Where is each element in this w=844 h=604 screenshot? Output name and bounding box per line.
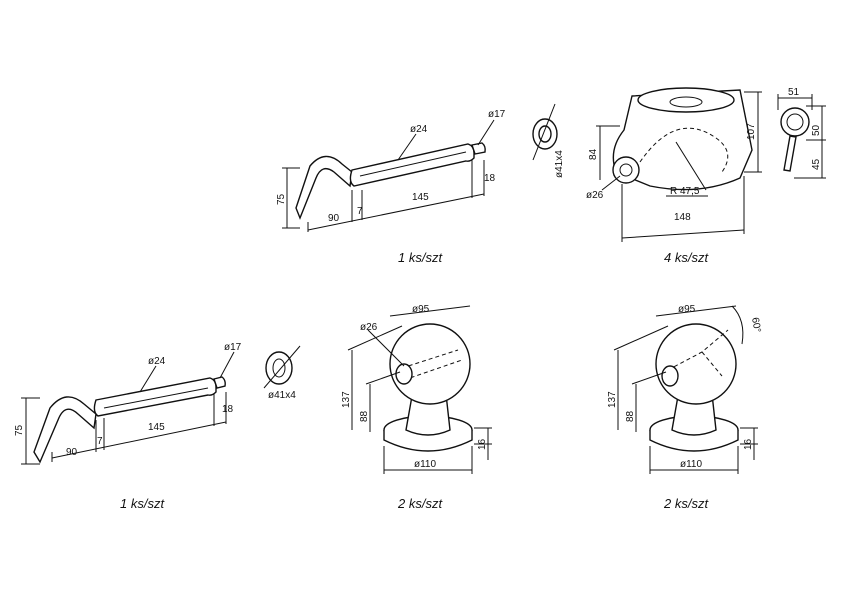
ball-a-base-t: 16 (477, 438, 488, 450)
ring-pin-pin: 45 (811, 158, 822, 170)
bottom-shaft-len-end: 18 (222, 404, 234, 415)
ball-a-h-total: 137 (341, 391, 352, 408)
mount-radius: R 47,5 (670, 186, 700, 197)
top-shaft-h: 75 (276, 193, 287, 205)
top-washer (532, 103, 558, 161)
ball-a-d-ball: ø95 (412, 304, 430, 315)
ball-b-h-total: 137 (607, 391, 618, 408)
mount-block (596, 87, 762, 242)
top-shaft-assembly (282, 119, 495, 232)
ball-b-base-t: 16 (743, 438, 754, 450)
top-shaft-handle (295, 155, 353, 220)
top-shaft-end (471, 142, 486, 155)
ring-pin (777, 94, 826, 179)
ball-b-d-ball: ø95 (678, 304, 696, 315)
ball-a-d-hole: ø26 (360, 322, 378, 333)
bottom-shaft-len-shaft: 145 (148, 422, 165, 433)
caption-bottom-shaft: 1 ks/szt (120, 496, 165, 511)
mount-h-total: 107 (746, 123, 757, 140)
caption-bottom-ball-a: 2 ks/szt (397, 496, 443, 511)
bottom-washer (263, 345, 301, 389)
bottom-shaft-body (93, 377, 217, 417)
top-shaft-body (349, 143, 475, 187)
bottom-shaft-len-handle: 90 (66, 447, 78, 458)
caption-top-shaft: 1 ks/szt (398, 250, 443, 265)
bottom-shaft-handle (33, 396, 97, 464)
top-shaft-len-handle: 90 (328, 213, 340, 224)
top-shaft-len-end: 18 (484, 173, 496, 184)
ring-pin-w: 51 (788, 87, 800, 98)
top-shaft-d-shaft: ø24 (410, 124, 428, 135)
mount-width: 148 (674, 212, 691, 223)
ball-a-d-base: ø110 (414, 459, 436, 470)
bottom-shaft-end (213, 376, 226, 389)
caption-bottom-ball-b: 2 ks/szt (663, 496, 709, 511)
mount-h-side: 84 (588, 148, 599, 160)
mount-d-hole: ø26 (586, 190, 604, 201)
bottom-shaft-gap: 7 (97, 436, 103, 447)
ball-b-h-center: 88 (625, 410, 636, 422)
ball-a-h-center: 88 (359, 410, 370, 422)
bottom-shaft-d-end: ø17 (224, 342, 242, 353)
top-shaft-len-shaft: 145 (412, 192, 429, 203)
bottom-shaft-d-shaft: ø24 (148, 356, 166, 367)
bottom-shaft-h: 75 (14, 424, 25, 436)
top-shaft-gap: 7 (357, 206, 363, 217)
ball-b-angle: 60° (749, 317, 762, 334)
top-shaft-d-end: ø17 (488, 109, 506, 120)
bottom-shaft-assembly (21, 351, 235, 465)
caption-top-mount: 4 ks/szt (664, 250, 709, 265)
ball-b-d-base: ø110 (680, 459, 702, 470)
top-washer-label: ø41x4 (554, 150, 565, 178)
ring-pin-ring: 50 (811, 124, 822, 136)
ball-mount-a (347, 305, 492, 474)
ball-mount-b (613, 305, 758, 474)
bottom-washer-label: ø41x4 (268, 390, 296, 401)
